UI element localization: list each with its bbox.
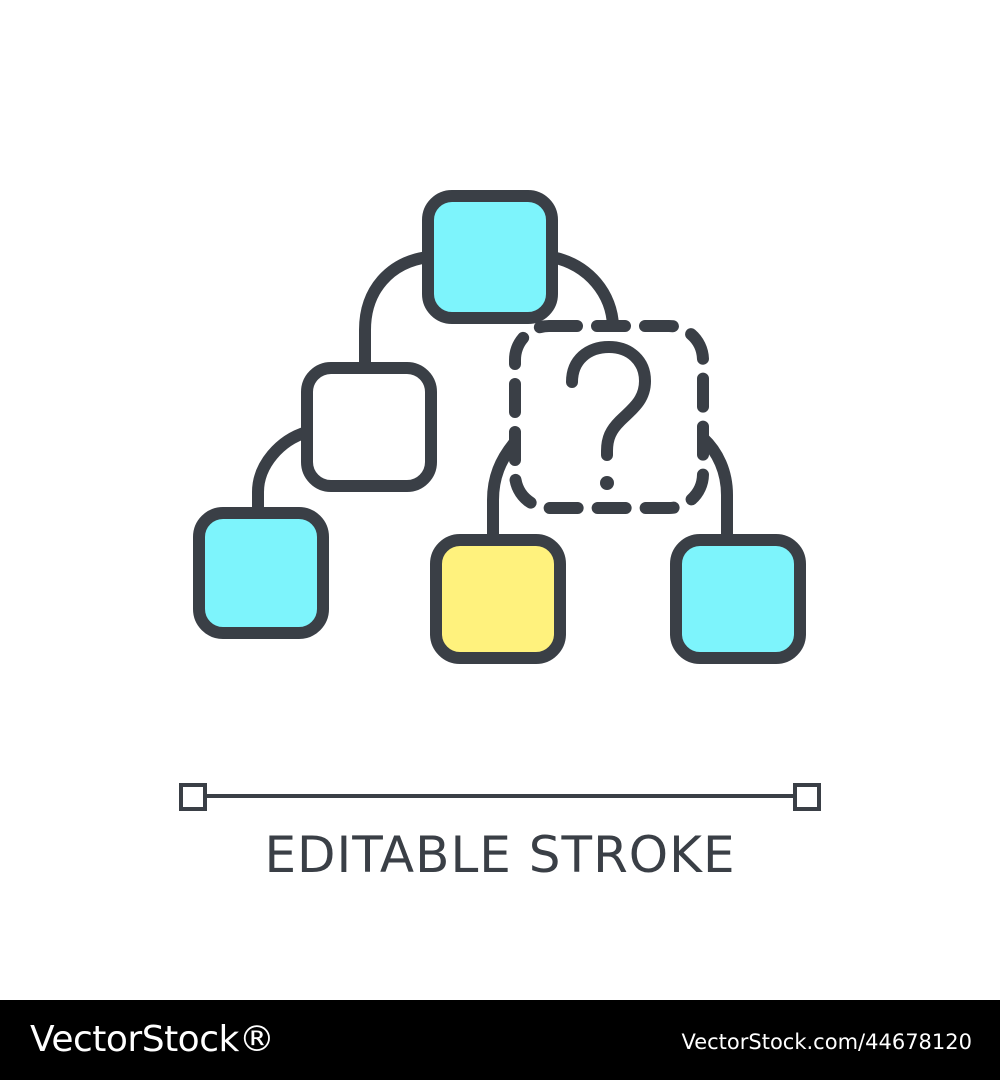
caption: EDITABLE STROKE	[264, 826, 736, 884]
middle-node	[301, 362, 437, 492]
connector-root-left	[359, 251, 434, 372]
connector-root-right	[546, 251, 619, 332]
vectorstock-logo: VectorStock®	[30, 1019, 275, 1060]
left-leaf-node	[193, 507, 329, 639]
decision-tree-illustration	[179, 190, 821, 811]
stroke-handle-left	[179, 783, 207, 811]
question-mark-icon	[566, 341, 651, 490]
right-leaf-node	[670, 534, 806, 664]
editable-stroke-line	[179, 783, 821, 811]
unknown-node	[509, 320, 709, 514]
connector-middle-leftleaf	[252, 426, 313, 518]
image-id: VectorStock.com/44678120	[681, 1030, 972, 1054]
root-node	[422, 190, 558, 324]
stroke-handle-right	[793, 783, 821, 811]
middle-leaf-node	[430, 534, 566, 664]
footer-bar: VectorStock® VectorStock.com/44678120	[0, 1000, 1000, 1080]
